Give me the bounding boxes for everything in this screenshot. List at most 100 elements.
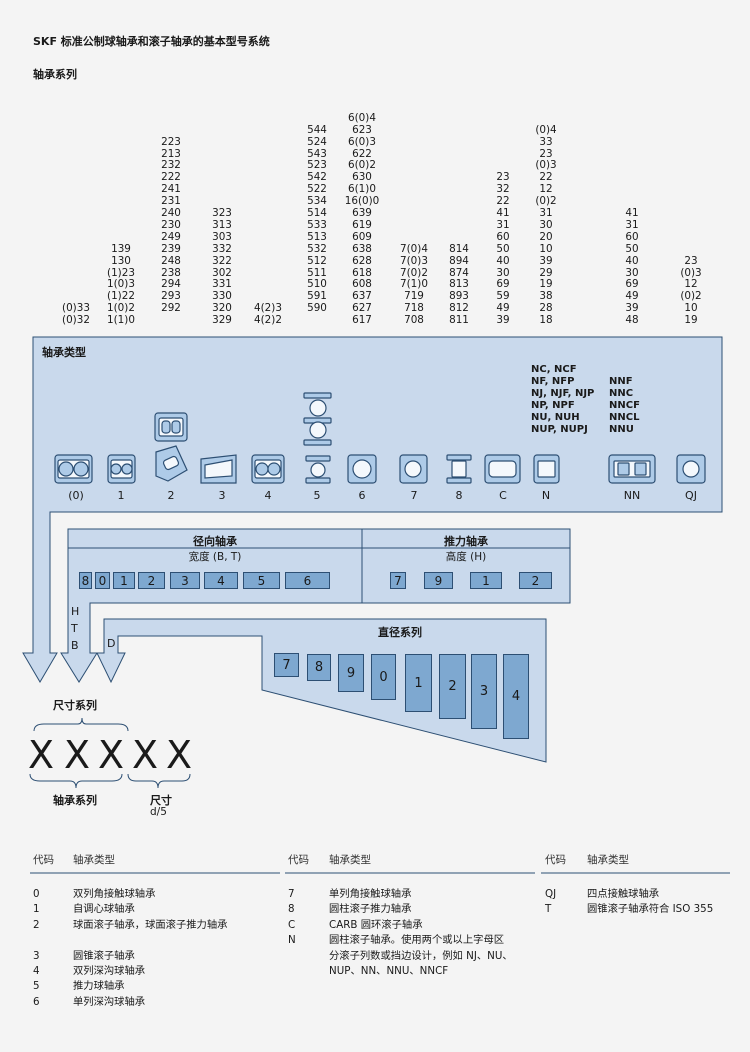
series-code: 719 <box>404 290 424 303</box>
series-code: 7(0)3 <box>400 254 428 267</box>
n-type-item: NF, NFP <box>531 375 575 387</box>
series-code: 811 <box>449 314 469 327</box>
series-code: (0)4 <box>535 123 557 136</box>
bearing-series-brace <box>29 773 123 789</box>
series-code: 31 <box>539 207 553 220</box>
thrust-code-box: 1 <box>470 572 502 589</box>
series-code: 31 <box>625 218 639 231</box>
type-label: 4 <box>264 489 272 502</box>
series-code: (1)22 <box>107 290 135 303</box>
series-code: 814 <box>449 242 469 255</box>
series-code: (1)23 <box>107 266 135 279</box>
nn-type-item: NNCL <box>609 411 640 423</box>
dimension-series-label: 尺寸系列 <box>53 699 97 712</box>
legend-text: NUP、NN、NNU、NNCF <box>329 965 449 977</box>
nn-type-item: NNU <box>609 423 634 435</box>
legend-code: 4 <box>33 965 40 977</box>
bearing-type-heading: 轴承类型 <box>42 346 86 359</box>
type-label: 7 <box>410 489 418 502</box>
series-code: 30 <box>625 266 639 279</box>
thrust-code-box: 2 <box>519 572 552 589</box>
series-code: 330 <box>212 290 232 303</box>
type-label: 6 <box>358 489 366 502</box>
radial-code-box: 6 <box>285 572 330 589</box>
series-code: 10 <box>684 302 698 315</box>
legend-code: 5 <box>33 980 40 993</box>
series-code: 41 <box>625 207 639 219</box>
series-code: 630 <box>352 171 372 184</box>
type-2-bearing-icon <box>154 412 188 482</box>
legend-code: 8 <box>288 903 295 916</box>
diameter-code-box: 7 <box>274 653 299 677</box>
type-0-bearing-icon <box>54 454 93 484</box>
type-5-bearing-icon <box>303 392 332 484</box>
thrust-heading-group: 推力轴承 高度 (H) <box>362 533 570 564</box>
thrust-code-box: 9 <box>424 572 453 589</box>
type-label: 1 <box>117 489 125 502</box>
series-code: 514 <box>307 207 327 220</box>
bearing-type-panel <box>22 336 723 683</box>
series-code: 534 <box>307 195 327 208</box>
series-code: 627 <box>352 302 372 315</box>
type-1-bearing-icon <box>107 454 136 484</box>
series-code: 10 <box>539 242 553 255</box>
series-code: 302 <box>212 266 232 279</box>
type-nn-bearing-icon <box>608 454 656 484</box>
dimension-series-brace <box>33 717 129 732</box>
type-c-bearing-icon <box>484 454 521 484</box>
series-code: 30 <box>539 218 553 231</box>
legend-text: 推力球轴承 <box>73 980 125 993</box>
legend-text: 四点接触球轴承 <box>587 888 660 900</box>
letter-t: T <box>71 622 78 635</box>
legend-text: 圆柱滚子轴承。使用两个或以上字母区 <box>329 934 505 947</box>
series-code: 894 <box>449 254 469 267</box>
series-code: 1(0)3 <box>107 278 135 291</box>
legend-code: QJ <box>545 888 557 900</box>
diameter-code-box: 9 <box>338 654 364 692</box>
series-code: 329 <box>212 314 232 327</box>
series-code: 59 <box>496 290 510 303</box>
series-code: 19 <box>684 314 698 327</box>
legend-text: 自调心球轴承 <box>73 903 135 916</box>
nn-type-item: NNC <box>609 387 634 399</box>
series-code: 240 <box>161 207 181 220</box>
series-code: 223 <box>161 135 181 148</box>
designation-x: X <box>132 733 159 777</box>
series-code: 544 <box>307 123 327 136</box>
type-7-bearing-icon <box>399 454 428 484</box>
series-code: 31 <box>496 218 510 231</box>
type-label: QJ <box>685 489 697 502</box>
series-code: 249 <box>161 230 181 243</box>
series-code: 608 <box>352 278 372 291</box>
letter-d: D <box>107 637 116 650</box>
series-code: 6(0)3 <box>348 135 376 148</box>
series-code: 230 <box>161 218 181 231</box>
series-code: 874 <box>449 266 469 279</box>
series-code: 23 <box>496 171 510 184</box>
legend-text: 单列角接触球轴承 <box>329 888 412 900</box>
series-code: 12 <box>684 278 698 291</box>
type-label: 2 <box>167 489 175 502</box>
series-code: 39 <box>539 254 553 267</box>
type-label: 3 <box>218 489 226 502</box>
nn-type-item: NNF <box>609 376 633 387</box>
legend-text: 分滚子列数或挡边设计，例如 NJ、NU、 <box>329 949 513 962</box>
series-code: 533 <box>307 218 327 231</box>
radial-code-box: 0 <box>95 572 110 589</box>
series-code: 33 <box>539 135 553 148</box>
series-code: 139 <box>111 242 131 255</box>
series-code: (0)2 <box>680 290 702 303</box>
series-code: 50 <box>496 242 510 255</box>
diameter-series-panel <box>96 618 547 763</box>
series-code: 130 <box>111 254 131 267</box>
series-code: 6(1)0 <box>348 183 376 196</box>
series-code: 69 <box>625 278 639 291</box>
legend-code: 2 <box>33 918 40 931</box>
series-code: 38 <box>539 290 553 303</box>
series-code: 23 <box>684 254 698 267</box>
series-code: 19 <box>539 278 553 291</box>
n-type-item: NU, NUH <box>531 411 580 423</box>
series-code: 332 <box>212 242 232 255</box>
